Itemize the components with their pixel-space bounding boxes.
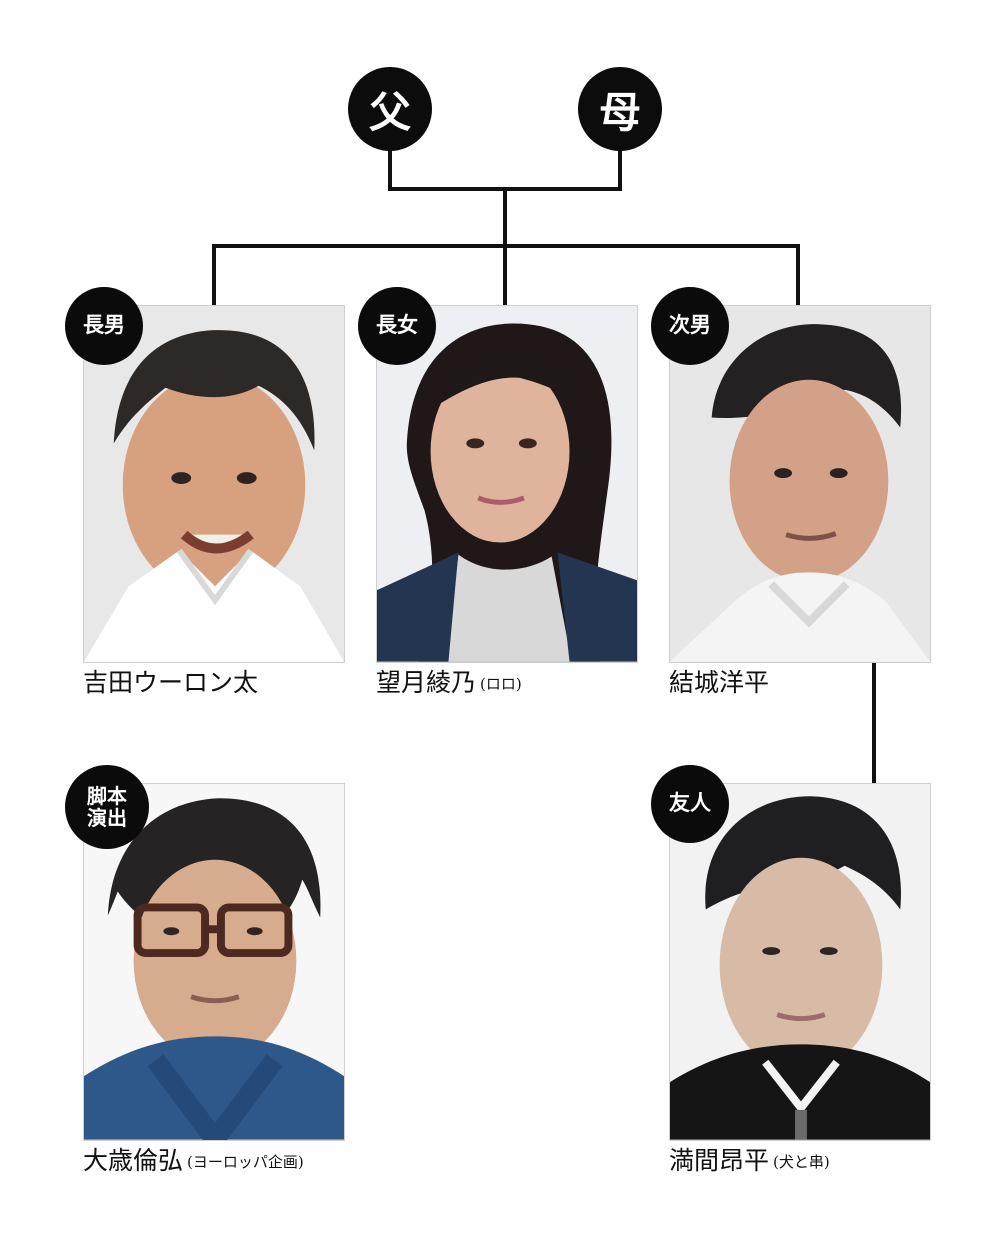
portrait-friend-art	[670, 784, 930, 1140]
portrait-director-art	[84, 784, 344, 1140]
member-name-text: 大歳倫弘	[83, 1146, 184, 1175]
portrait-second-son-art	[670, 306, 930, 662]
portrait-eldest-daughter-art	[377, 306, 637, 662]
member-card-eldest-son: 長男 吉田ウーロン太	[65, 287, 345, 696]
member-name-text: 吉田ウーロン太	[83, 668, 259, 697]
mother-node: 母	[578, 67, 662, 151]
portrait-eldest-son	[83, 305, 345, 663]
portrait-eldest-daughter	[376, 305, 638, 663]
role-badge-second-son: 次男	[651, 287, 729, 365]
member-affiliation: (ロロ)	[480, 675, 522, 693]
father-node: 父	[348, 67, 432, 151]
portrait-second-son	[669, 305, 931, 663]
member-name-second-son: 結城洋平	[669, 669, 773, 697]
role-badge-friend: 友人	[651, 765, 729, 843]
role-badge-eldest-son: 長男	[65, 287, 143, 365]
member-card-eldest-daughter: 長女 望月綾乃(ロロ)	[358, 287, 638, 696]
role-badge-eldest-daughter: 長女	[358, 287, 436, 365]
member-name-text: 望月綾乃	[376, 668, 477, 697]
father-label: 父	[368, 87, 411, 137]
member-affiliation: (ヨーロッパ企画)	[187, 1153, 304, 1171]
member-card-director: 脚本 演出 大歳倫弘(ヨーロッパ企画)	[65, 765, 345, 1174]
member-name-friend: 満間昂平(犬と串)	[669, 1147, 830, 1175]
member-card-friend: 友人 満間昂平(犬と串)	[651, 765, 931, 1174]
member-name-eldest-son: 吉田ウーロン太	[83, 669, 262, 697]
role-badge-director: 脚本 演出	[65, 765, 149, 849]
mother-label: 母	[598, 87, 641, 137]
member-name-text: 結城洋平	[669, 668, 770, 697]
member-name-eldest-daughter: 望月綾乃(ロロ)	[376, 669, 522, 697]
member-card-second-son: 次男 結城洋平	[651, 287, 931, 696]
member-affiliation: (犬と串)	[773, 1153, 830, 1171]
member-name-text: 満間昂平	[669, 1146, 770, 1175]
member-name-director: 大歳倫弘(ヨーロッパ企画)	[83, 1147, 304, 1175]
portrait-eldest-son-art	[84, 306, 344, 662]
portrait-friend	[669, 783, 931, 1141]
